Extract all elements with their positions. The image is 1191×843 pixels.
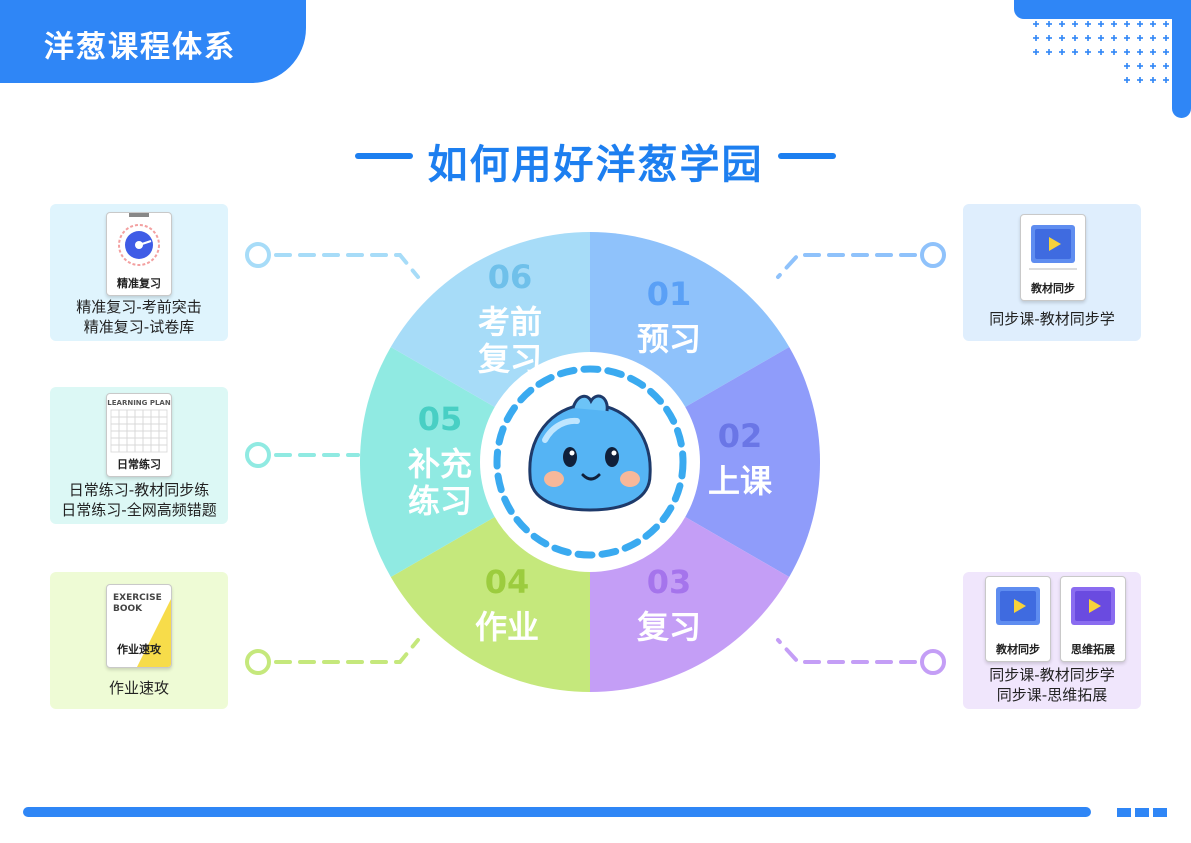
- left-connectors: [245, 242, 420, 675]
- card-text: 同步课-教材同步学 同步课-思维拓展: [963, 665, 1141, 705]
- card-line-2: 日常练习-全网高频错题: [61, 501, 217, 519]
- onion-mascot-icon: [528, 394, 652, 512]
- card-preview[interactable]: 教材同步 同步课-教材同步学: [963, 204, 1141, 341]
- thumb-label: 思维拓展: [1071, 643, 1115, 656]
- segment-label: 补充: [408, 445, 472, 483]
- header-title: 洋葱课程体系: [44, 30, 236, 65]
- card-exam-review[interactable]: 精准复习 精准复习-考前突击 精准复习-试卷库: [50, 204, 228, 341]
- segment-label: 上课: [708, 462, 773, 500]
- video-book-icon: [996, 587, 1040, 625]
- thumb-label: 教材同步: [996, 643, 1040, 656]
- target-icon: [118, 213, 160, 266]
- card-homework[interactable]: EXERCISE BOOK 作业速攻 作业速攻: [50, 572, 228, 709]
- card-line-1: 同步课-教材同步学: [989, 666, 1115, 684]
- segment-label: 复习: [637, 608, 701, 646]
- segment-number: 01: [647, 275, 692, 313]
- card-review[interactable]: 教材同步 思维拓展 同步课-教材同步学 同步课-思维拓展: [963, 572, 1141, 709]
- segment-label: 考前: [478, 303, 542, 341]
- connector-node-daily: [245, 442, 271, 468]
- card-text: 作业速攻: [50, 678, 228, 698]
- card-line-1: 日常练习-教材同步练: [68, 481, 210, 499]
- card-line-2: 精准复习-试卷库: [83, 318, 195, 336]
- title-dash-left: [355, 153, 413, 159]
- title-dash-right: [778, 153, 836, 159]
- exam-review-thumbnail: 精准复习: [106, 212, 172, 296]
- bottom-bar: [23, 807, 1091, 817]
- plus-pattern-decoration: [1033, 21, 1169, 83]
- card-line-1: 同步课-教材同步学: [989, 310, 1115, 328]
- bottom-square: [1135, 808, 1149, 817]
- wheel-segment-05[interactable]: [359, 347, 590, 577]
- card-text: 同步课-教材同步学: [963, 309, 1141, 329]
- corner-decoration-vertical: [1172, 0, 1191, 118]
- card-line-1: 作业速攻: [108, 679, 169, 697]
- thumb-label: 精准复习: [117, 277, 161, 290]
- video-book-icon: [1071, 587, 1115, 625]
- corner-decoration: [1014, 0, 1191, 19]
- calendar-icon: [110, 409, 168, 453]
- segment-number: 05: [418, 400, 463, 438]
- segment-label: 复习: [478, 340, 542, 378]
- card-text: 精准复习-考前突击 精准复习-试卷库: [50, 297, 228, 337]
- thumb-label: 日常练习: [117, 458, 161, 471]
- bottom-square: [1153, 808, 1167, 817]
- wheel-segment-02[interactable]: [590, 347, 821, 577]
- card-line-1: 精准复习-考前突击: [76, 298, 202, 316]
- card-daily-practice[interactable]: LEARNING PLAN 日常练习 日常练习-教材同步练 日常练习-全网高频错…: [50, 387, 228, 524]
- card-text: 日常练习-教材同步练 日常练习-全网高频错题: [50, 480, 228, 520]
- page-title: 如何用好洋葱学园: [427, 142, 764, 188]
- connector-node-preview: [920, 242, 946, 268]
- segment-label: 练习: [408, 482, 472, 520]
- exercise-book-icon: [137, 599, 171, 667]
- dashed-ring: [493, 365, 687, 559]
- segment-number: 03: [647, 563, 692, 601]
- connector-node-exam: [245, 242, 271, 268]
- review-thumbnail-sync: 教材同步: [985, 576, 1051, 662]
- card-line-2: 同步课-思维拓展: [996, 686, 1108, 704]
- thumb-label: 教材同步: [1031, 282, 1075, 295]
- thumb-header: LEARNING PLAN: [107, 399, 171, 407]
- review-thumbnail-expand: 思维拓展: [1060, 576, 1126, 662]
- thumb-label: 作业速攻: [117, 643, 161, 656]
- right-connectors: [776, 242, 946, 675]
- connector-node-review: [920, 649, 946, 675]
- thumb-header: EXERCISE BOOK: [113, 593, 162, 614]
- bottom-square: [1117, 808, 1131, 817]
- segment-label: 作业: [475, 608, 539, 646]
- video-book-icon: [1029, 225, 1077, 270]
- daily-practice-thumbnail: LEARNING PLAN 日常练习: [106, 393, 172, 477]
- segment-number: 02: [718, 417, 763, 455]
- preview-thumbnail: 教材同步: [1020, 214, 1086, 301]
- segment-number: 04: [485, 563, 530, 601]
- connector-node-homework: [245, 649, 271, 675]
- segment-number: 06: [488, 258, 533, 296]
- header-tab: [0, 0, 306, 83]
- segment-label: 预习: [637, 320, 701, 358]
- homework-thumbnail: EXERCISE BOOK 作业速攻: [106, 584, 172, 668]
